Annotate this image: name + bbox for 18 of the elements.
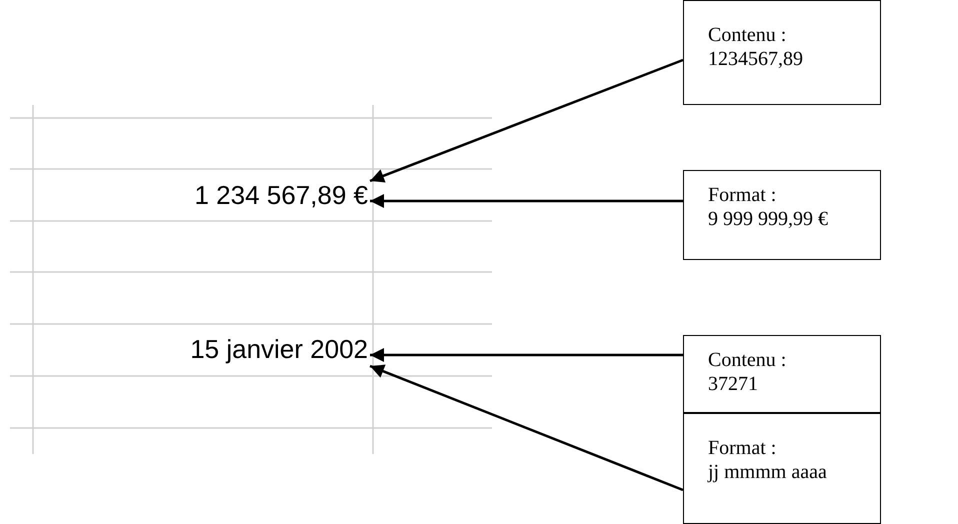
callout-box [683, 413, 881, 524]
arrow [370, 194, 683, 208]
callout-heading: Format : [708, 183, 776, 207]
callout-value: 1234567,89 [708, 47, 803, 71]
callout-value: 37271 [708, 372, 758, 396]
callout-heading: Contenu : [708, 348, 786, 372]
callout-heading: Contenu : [708, 23, 786, 47]
callout-box [683, 335, 881, 413]
callout-value: 9 999 999,99 € [708, 207, 828, 231]
callout-box [683, 0, 881, 105]
arrow [370, 364, 684, 492]
callout-value: jj mmmm aaaa [708, 460, 827, 484]
cell-value: 1 234 567,89 € [90, 180, 368, 212]
arrow [370, 348, 683, 362]
cell-value: 15 janvier 2002 [90, 334, 368, 366]
callout-box [683, 170, 881, 260]
arrow [370, 58, 684, 182]
callout-heading: Format : [708, 436, 776, 460]
